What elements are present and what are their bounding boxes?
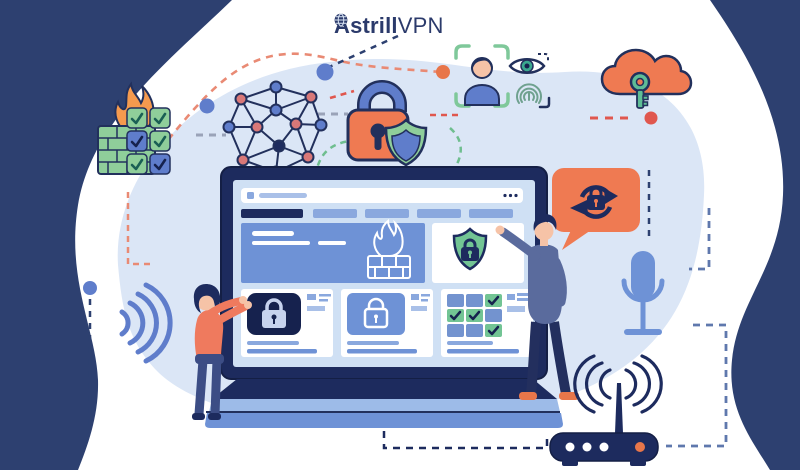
blue-dot-left	[199, 98, 215, 114]
brand-logo-light: VPN	[397, 13, 444, 38]
browser-url-bar	[241, 188, 523, 203]
scan-brackets	[454, 44, 510, 108]
red-dashed-left-L	[126, 192, 152, 266]
man-hair	[533, 214, 557, 231]
laptop-base	[205, 379, 563, 428]
wifi-waves-icon	[119, 282, 173, 364]
checklist-tiles	[126, 107, 171, 175]
fingerprint-icon	[516, 83, 551, 109]
eye-bracket	[538, 53, 549, 63]
cloud-key-icon	[600, 48, 693, 109]
dashed-connectors	[88, 34, 728, 450]
shield-card	[432, 223, 524, 283]
man-legs	[526, 321, 571, 395]
laptop	[220, 166, 548, 380]
woman-hair	[193, 284, 221, 313]
hero-firewall-icon	[367, 218, 411, 279]
navy-dashed-bottom-center	[382, 431, 549, 450]
router-led	[599, 442, 609, 452]
blue-dot-mid	[316, 63, 334, 81]
red-dot-cloud	[644, 111, 658, 125]
brand-logo: AstrillVPN	[334, 13, 445, 39]
key-icon	[629, 71, 651, 109]
connector-dots	[83, 63, 658, 295]
router-led-status	[635, 442, 645, 452]
blue-lock-card	[341, 289, 433, 357]
router-signal-waves	[573, 354, 663, 414]
url-text-bar	[259, 193, 307, 198]
shield-icon	[384, 118, 428, 167]
slate-dashed-router-path	[666, 323, 728, 448]
woman-legs	[194, 359, 222, 415]
cloud-shape	[600, 48, 693, 96]
avatar-body	[464, 83, 500, 106]
blue-dot-wifi	[83, 281, 97, 295]
navy-dashed-up	[326, 34, 399, 70]
hero-banner	[241, 218, 425, 283]
man-head	[534, 221, 554, 241]
blue-lock-tile	[347, 293, 405, 335]
dark-lock-card	[241, 289, 333, 357]
router-led	[582, 442, 592, 452]
man-figure	[495, 214, 579, 400]
face-scan-icon	[454, 44, 510, 108]
microphone-icon	[621, 251, 665, 335]
firewall-icon	[97, 81, 171, 175]
red-dashes-lock-left	[329, 89, 355, 100]
fingerprint-bracket	[538, 96, 551, 109]
woman-torso	[194, 310, 224, 360]
left-wave-shape	[0, 0, 232, 470]
woman-front-arm	[202, 297, 245, 321]
keyhole	[370, 123, 386, 139]
right-wave-shape	[710, 0, 800, 470]
router-icon	[549, 354, 663, 466]
eye-icon	[508, 53, 549, 74]
router-antenna	[615, 383, 623, 433]
man-raised-arm	[498, 227, 541, 261]
man-torso	[528, 244, 562, 324]
browser-nav-bars	[241, 209, 513, 218]
checklist-card	[441, 289, 533, 357]
avatar-hair	[471, 57, 493, 69]
speech-refresh-lock-icon	[552, 168, 640, 250]
orange-dot-top	[436, 65, 450, 79]
red-dashed-arc	[158, 52, 441, 151]
woman-figure	[192, 284, 252, 420]
menu-dots-icon	[503, 193, 518, 198]
nav-bar-active	[241, 209, 303, 218]
router-led	[565, 442, 575, 452]
favicon	[247, 192, 254, 199]
